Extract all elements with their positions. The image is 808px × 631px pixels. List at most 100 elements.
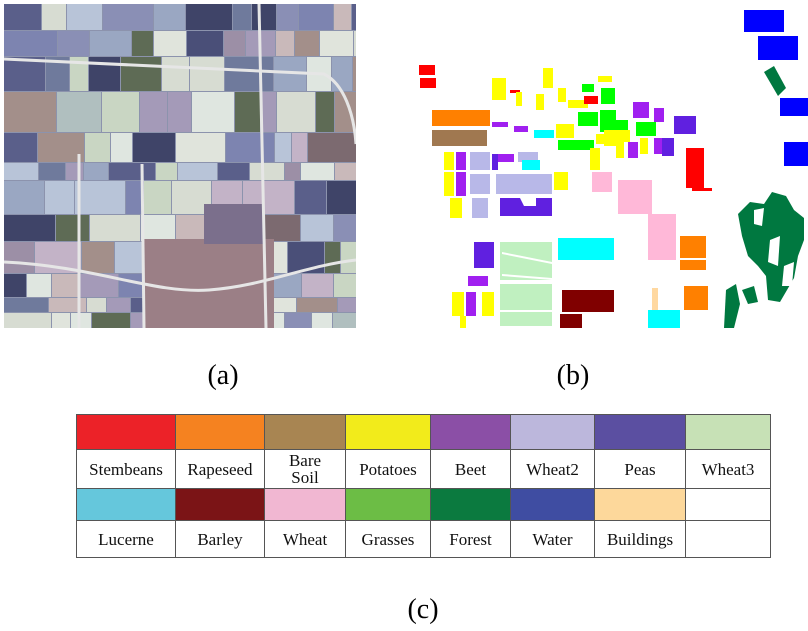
map-field-mint — [500, 312, 552, 326]
map-field-mint — [500, 262, 552, 266]
sar-field — [4, 242, 34, 273]
legend-swatch — [686, 489, 771, 521]
map-field-green — [636, 122, 656, 136]
sar-field — [308, 133, 356, 162]
sar-field — [162, 57, 189, 91]
legend-swatch — [511, 489, 595, 521]
sar-field — [52, 274, 79, 297]
legend-label-rapeseed: Rapeseed — [176, 450, 265, 489]
legend-label-bare-soil: Bare Soil — [265, 450, 346, 489]
sar-field — [341, 242, 356, 273]
sar-image — [4, 4, 356, 328]
map-field-brown — [432, 130, 487, 146]
legend-swatch — [346, 415, 431, 450]
sar-field — [102, 92, 139, 132]
map-field-blue — [758, 36, 798, 60]
sar-field — [45, 181, 74, 214]
legend-table: Stembeans Rapeseed Bare Soil Potatoes Be… — [76, 414, 771, 558]
sar-field — [320, 31, 353, 56]
sar-field — [168, 92, 191, 132]
map-field-blue — [784, 142, 808, 166]
sar-field — [295, 181, 326, 214]
sar-field — [52, 313, 70, 328]
sar-field — [82, 242, 114, 273]
legend-swatch — [686, 415, 771, 450]
sar-field — [335, 92, 356, 132]
legend-swatch — [346, 489, 431, 521]
map-field-yellow — [640, 138, 648, 154]
map-gap — [768, 236, 780, 266]
map-field-purple — [514, 126, 528, 132]
map-field-orange — [432, 110, 490, 126]
sar-road — [4, 57, 356, 145]
sar-field — [71, 313, 91, 328]
sar-field — [352, 4, 356, 30]
map-field-blue — [780, 98, 808, 116]
legend-label-wheat: Wheat — [265, 521, 346, 558]
sar-field — [297, 298, 337, 312]
map-field-purple — [492, 122, 508, 127]
sar-field — [252, 4, 276, 30]
sar-field — [233, 4, 251, 30]
sar-field — [224, 31, 245, 56]
sar-field — [354, 31, 356, 56]
sar-field — [85, 133, 110, 162]
map-field-purple — [456, 172, 466, 196]
sar-field — [353, 57, 356, 91]
map-field-purple — [498, 154, 514, 162]
map-field-orange — [680, 236, 706, 258]
legend-label-grasses: Grasses — [346, 521, 431, 558]
sar-field — [4, 57, 45, 91]
legend-swatch — [265, 415, 346, 450]
sar-field — [4, 215, 55, 241]
map-field-violet — [474, 242, 494, 268]
map-field-lavender — [518, 152, 538, 162]
sar-field — [56, 215, 89, 241]
sar-field — [27, 274, 51, 297]
sar-field — [111, 133, 132, 162]
sar-field — [39, 163, 65, 180]
sar-field — [70, 57, 88, 91]
sar-field — [225, 57, 273, 91]
legend-label-barley: Barley — [176, 521, 265, 558]
sar-field — [4, 298, 48, 312]
map-field-green — [582, 84, 594, 92]
caption-c: (c) — [407, 594, 439, 625]
map-field-yellow — [558, 88, 566, 102]
legend-swatch — [595, 415, 686, 450]
sar-field — [299, 4, 333, 30]
sar-field — [49, 298, 86, 312]
sar-field — [187, 31, 223, 56]
sar-field — [75, 181, 125, 214]
map-field-cyan — [558, 238, 614, 260]
sar-field — [250, 163, 284, 180]
map-field-lavender — [470, 174, 490, 194]
map-field-cyan — [522, 160, 540, 170]
map-field-purple — [654, 138, 662, 154]
map-field-lavender — [496, 174, 552, 194]
sar-field — [4, 181, 44, 214]
map-field-purple — [654, 108, 664, 122]
sar-road — [257, 4, 268, 328]
map-field-yellow — [596, 134, 610, 144]
sar-field — [92, 313, 130, 328]
sar-field — [109, 163, 155, 180]
sar-field — [176, 133, 225, 162]
map-field-maroon — [560, 314, 582, 328]
sar-field — [4, 274, 26, 297]
map-field-green — [558, 140, 594, 150]
map-field-blue — [744, 10, 784, 32]
map-field-yellow — [444, 152, 454, 170]
sar-field — [335, 163, 356, 180]
sar-field — [277, 92, 315, 132]
ground-truth-canvas — [419, 10, 808, 328]
sar-field — [90, 31, 131, 56]
sar-field — [277, 4, 298, 30]
sar-field — [103, 4, 153, 30]
sar-field — [141, 215, 175, 241]
sar-road — [140, 163, 146, 328]
map-field-maroon — [562, 290, 614, 312]
sar-field — [226, 133, 274, 162]
map-field-yellow — [492, 78, 506, 100]
sar-field — [218, 163, 249, 180]
